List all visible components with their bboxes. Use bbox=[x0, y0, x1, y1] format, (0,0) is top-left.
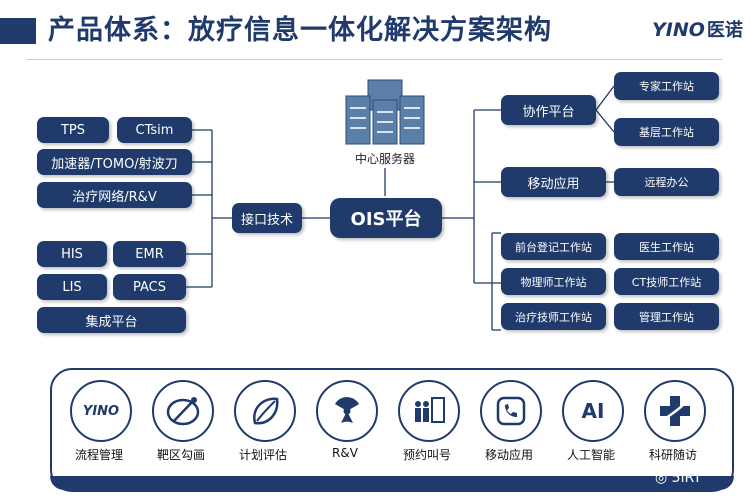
ai-icon: AI bbox=[562, 380, 624, 442]
integration-platform-box: 集成平台 bbox=[37, 307, 186, 333]
icon-label-mobile: 移动应用 bbox=[484, 448, 533, 462]
feature-panel-footer bbox=[50, 476, 734, 490]
yino-icon-text: YINO bbox=[82, 403, 120, 419]
doctor-station-box: 医生工作站 bbox=[614, 233, 719, 260]
admin-station-box: 管理工作站 bbox=[614, 303, 719, 330]
contour-icon bbox=[152, 380, 214, 442]
tps-box: TPS bbox=[37, 117, 109, 143]
collab-platform-box: 协作平台 bbox=[501, 95, 596, 125]
watermark: ◎ 5iRT bbox=[655, 470, 702, 486]
grassroots-station-box: 基层工作站 bbox=[614, 118, 719, 146]
ois-platform-box: OIS平台 bbox=[330, 198, 442, 238]
ctsim-box: CTsim bbox=[117, 117, 192, 143]
icon-label-plan: 计划评估 bbox=[238, 448, 287, 462]
front-desk-station-box: 前台登记工作站 bbox=[501, 233, 606, 260]
remote-office-box: 远程办公 bbox=[614, 168, 719, 196]
medical-cross-icon bbox=[644, 380, 706, 442]
therapist-station-box: 治疗技师工作站 bbox=[501, 303, 606, 330]
emr-box: EMR bbox=[113, 241, 186, 267]
radiation-icon bbox=[316, 380, 378, 442]
mobile-app-box: 移动应用 bbox=[501, 167, 606, 197]
lis-box: LIS bbox=[37, 274, 107, 300]
interface-tech-box: 接口技术 bbox=[232, 203, 302, 233]
page-title: 产品体系：放疗信息一体化解决方案架构 bbox=[48, 15, 552, 46]
icon-label-research: 科研随访 bbox=[648, 448, 697, 462]
expert-station-box: 专家工作站 bbox=[614, 72, 719, 100]
yino-logo-icon: YINO bbox=[70, 380, 132, 442]
icon-label-process: 流程管理 bbox=[74, 448, 123, 462]
logo-text: YINO bbox=[652, 19, 705, 41]
icon-label-contour: 靶区勾画 bbox=[156, 448, 205, 462]
feature-panel bbox=[50, 368, 734, 492]
icon-label-queue: 预约叫号 bbox=[402, 448, 451, 462]
icon-label-rv: R&V bbox=[332, 446, 358, 460]
server-icon bbox=[345, 79, 425, 145]
header-accent-bar bbox=[0, 18, 36, 44]
his-box: HIS bbox=[37, 241, 107, 267]
leaf-icon bbox=[234, 380, 296, 442]
mobile-phone-icon bbox=[480, 380, 542, 442]
treatment-network-box: 治疗网络/R&V bbox=[37, 182, 192, 208]
pacs-box: PACS bbox=[113, 274, 186, 300]
physicist-station-box: 物理师工作站 bbox=[501, 268, 606, 295]
watermark-text: 5iRT bbox=[671, 470, 702, 486]
logo-chinese: 医诺 bbox=[706, 20, 743, 41]
accelerator-box: 加速器/TOMO/射波刀 bbox=[37, 149, 192, 175]
server-label: 中心服务器 bbox=[354, 152, 415, 166]
header-divider bbox=[26, 59, 722, 60]
ct-tech-station-box: CT技师工作站 bbox=[614, 268, 719, 295]
queue-icon bbox=[398, 380, 460, 442]
icon-label-ai: 人工智能 bbox=[566, 448, 615, 462]
ai-icon-text: AI bbox=[581, 399, 605, 423]
